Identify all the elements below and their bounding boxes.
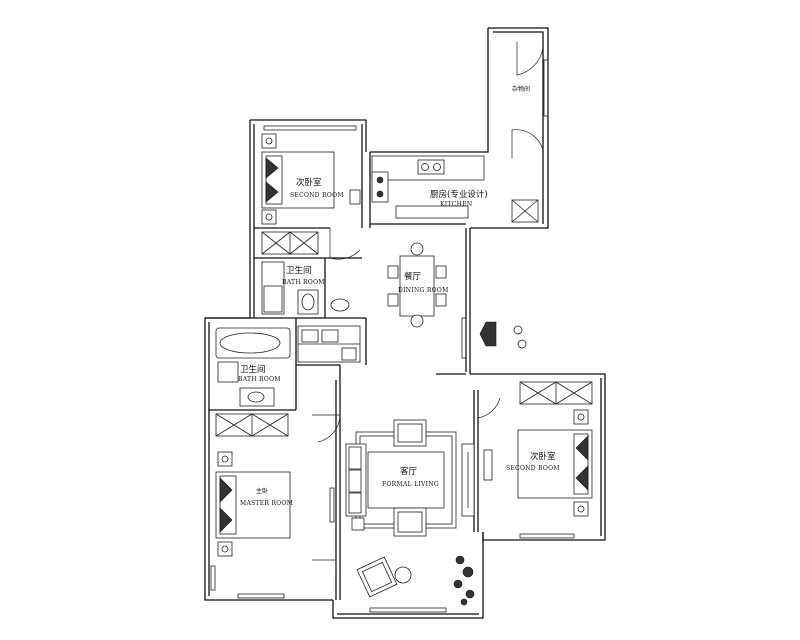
master-label-zh: 主卧 [256,487,268,495]
second-room-top-label-en: SECOND ROOM [290,192,344,199]
dining-label-zh: 餐厅 [404,272,422,282]
second-room-top-label-zh: 次卧室 [296,177,322,188]
master-room: 主卧 MASTER ROOM [215,413,335,557]
dining-label-en: DINING ROOM [398,287,449,294]
bath-left-label-en: BATH ROOM [238,376,281,383]
dining-room: 餐厅 DINING ROOM [387,242,527,349]
kitchen: 厨房(专业设计) KITCHEN [371,155,539,223]
master-label-en: MASTER ROOM [240,500,293,507]
kitchen-label-en: KITCHEN [440,201,472,208]
living-label-en: FORMAL LIVING [382,481,439,488]
living-label-zh: 客厅 [400,466,418,477]
windows [210,59,575,613]
bath-left: 卫生间 BATH ROOM [215,325,361,407]
doors [312,42,544,575]
bath-top: 卫生间 BATH ROOM [261,261,350,315]
living-room: 客厅 FORMAL LIVING [345,419,475,606]
second-room-right-label-zh: 次卧室 [530,451,556,462]
second-room-right: 次卧室 SECOND ROOM [483,381,593,517]
bath-top-label-zh: 卫生间 [286,265,312,276]
bath-top-label-en: BATH ROOM [282,279,325,286]
second-room-right-label-en: SECOND ROOM [506,465,560,472]
bath-left-label-zh: 卫生间 [240,364,266,375]
storage-room: 杂物间 [512,85,530,93]
kitchen-label-zh: 厨房(专业设计) [430,189,488,200]
storage-label: 杂物间 [512,85,530,93]
plant-decoration [453,555,475,606]
second-room-top: 次卧室 SECOND ROOM [261,133,361,255]
